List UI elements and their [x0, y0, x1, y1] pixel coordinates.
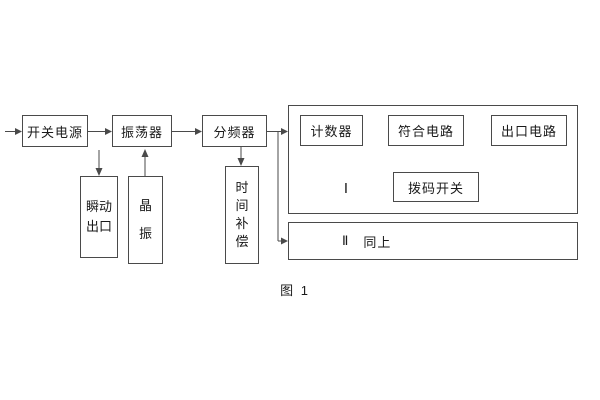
- arrow-crystal-to-oscillator: [141, 149, 149, 176]
- block-frequency-divider: 分频器: [202, 115, 267, 147]
- arrow-divider-to-time-compensation: [237, 147, 245, 166]
- block-instant-output-line2: 出口: [85, 219, 112, 234]
- group-box-2: [288, 222, 578, 260]
- block-oscillator: 振荡器: [112, 115, 172, 147]
- block-instant-output-line1: 瞬动: [85, 198, 112, 214]
- block-time-compensation-line1: 时: [235, 179, 249, 195]
- block-time-compensation-line2: 间: [235, 197, 249, 213]
- arrow-entry: [5, 128, 22, 135]
- arrow-divider-to-group1: [267, 128, 288, 135]
- group2-same-as-above-label: 同上: [363, 234, 392, 250]
- figure-caption: 图 1: [280, 283, 310, 298]
- block-time-compensation: 时 间 补 偿: [225, 166, 259, 264]
- group1-numeral-label: Ⅰ: [343, 179, 349, 196]
- block-output-circuit: 出口电路: [491, 115, 567, 146]
- arrow-branch-to-group2: [277, 131, 288, 245]
- arrow-power-to-instant-output: [95, 150, 103, 176]
- block-instant-output: 瞬动 出口: [80, 176, 118, 258]
- block-coincidence-circuit: 符合电路: [388, 115, 464, 146]
- block-counter: 计数器: [300, 115, 363, 146]
- block-switch-power: 开关电源: [22, 115, 88, 147]
- arrow-oscillator-to-divider: [172, 128, 202, 135]
- block-crystal: 晶 振: [128, 176, 163, 264]
- block-crystal-line2: 振: [138, 226, 152, 241]
- block-crystal-line1: 晶: [138, 197, 152, 213]
- group2-numeral-label: Ⅱ: [342, 233, 350, 248]
- arrow-power-to-oscillator: [88, 128, 112, 135]
- group2-label: Ⅱ 同上: [342, 222, 391, 260]
- block-time-compensation-line4: 偿: [235, 234, 249, 250]
- block-dip-switch: 拨码开关: [393, 172, 479, 202]
- block-time-compensation-line3: 补: [235, 216, 249, 231]
